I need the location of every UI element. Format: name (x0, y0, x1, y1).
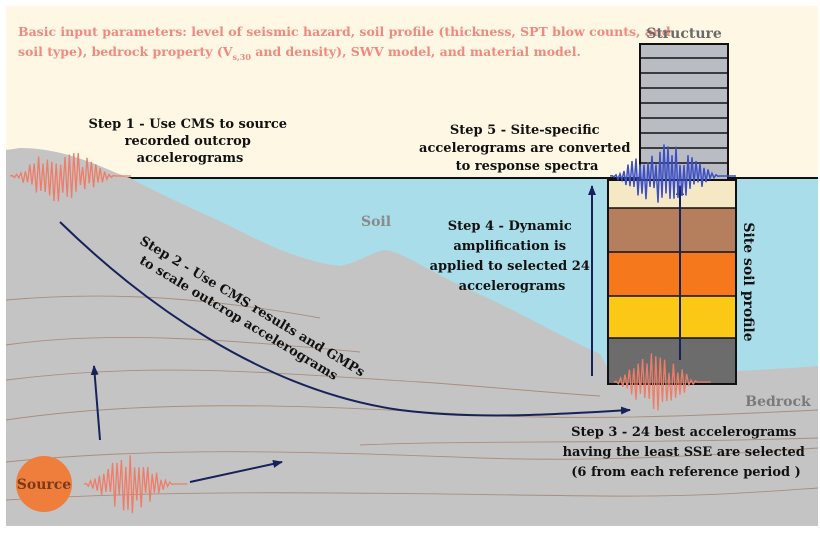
step1-line-3: accelerograms (137, 151, 244, 166)
step4-line-4: accelerograms (459, 279, 566, 294)
structure-building (639, 43, 729, 181)
step1-text: Step 1 - Use CMS to source recorded outc… (88, 117, 291, 166)
step4-line-1: Step 4 - Dynamic (448, 219, 572, 234)
step4-line-2: amplification is (453, 239, 566, 254)
label-soil: Soil (361, 214, 391, 230)
intro-line-2-b: and density), SWV model, and material mo… (251, 44, 581, 59)
step4-line-3: applied to selected 24 (430, 259, 590, 274)
step3-line-3: (6 from each reference period ) (571, 465, 801, 480)
intro-line-2-sub: s,30 (233, 52, 252, 62)
label-structure: Structure (646, 26, 722, 42)
site-soil-column (607, 179, 737, 385)
bedrock-terrain (6, 148, 818, 526)
step5-line-1: Step 5 - Site-specific (450, 123, 600, 138)
step1-line-2: recorded outcrop (125, 134, 251, 149)
arrow-source-right (189, 460, 283, 483)
arrow-source-up (90, 365, 101, 441)
step3-line-1: Step 3 - 24 best accelerograms (571, 425, 796, 440)
source-circle (16, 456, 72, 512)
label-bedrock: Bedrock (745, 394, 811, 410)
step5-text: Step 5 - Site-specific accelerograms are… (419, 123, 635, 174)
accelerogram-site-specific (609, 144, 736, 203)
accelerogram-step1 (9, 153, 131, 202)
intro-line-2-a: soil type), bedrock property (V (18, 44, 233, 59)
accelerogram-bedrock (613, 353, 711, 411)
arrow-step2-curve (59, 221, 631, 417)
accelerogram-source (83, 455, 188, 514)
step5-line-2: accelerograms are converted (419, 141, 630, 156)
step3-line-2: having the least SSE are selected (563, 445, 805, 460)
flow-arrows (59, 185, 684, 483)
step4-text: Step 4 - Dynamic amplification is applie… (430, 219, 595, 294)
intro-line-1: Basic input parameters: level of seismic… (18, 24, 671, 39)
step5-line-3: to response spectra (456, 159, 599, 174)
label-site-soil-profile: Site soil profile (740, 222, 756, 341)
step1-line-1: Step 1 - Use CMS to source (88, 117, 287, 132)
label-source: Source (17, 477, 72, 493)
intro-line-2: soil type), bedrock property (Vs,30 and … (18, 44, 581, 62)
step3-text: Step 3 - 24 best accelerograms having th… (563, 425, 810, 480)
